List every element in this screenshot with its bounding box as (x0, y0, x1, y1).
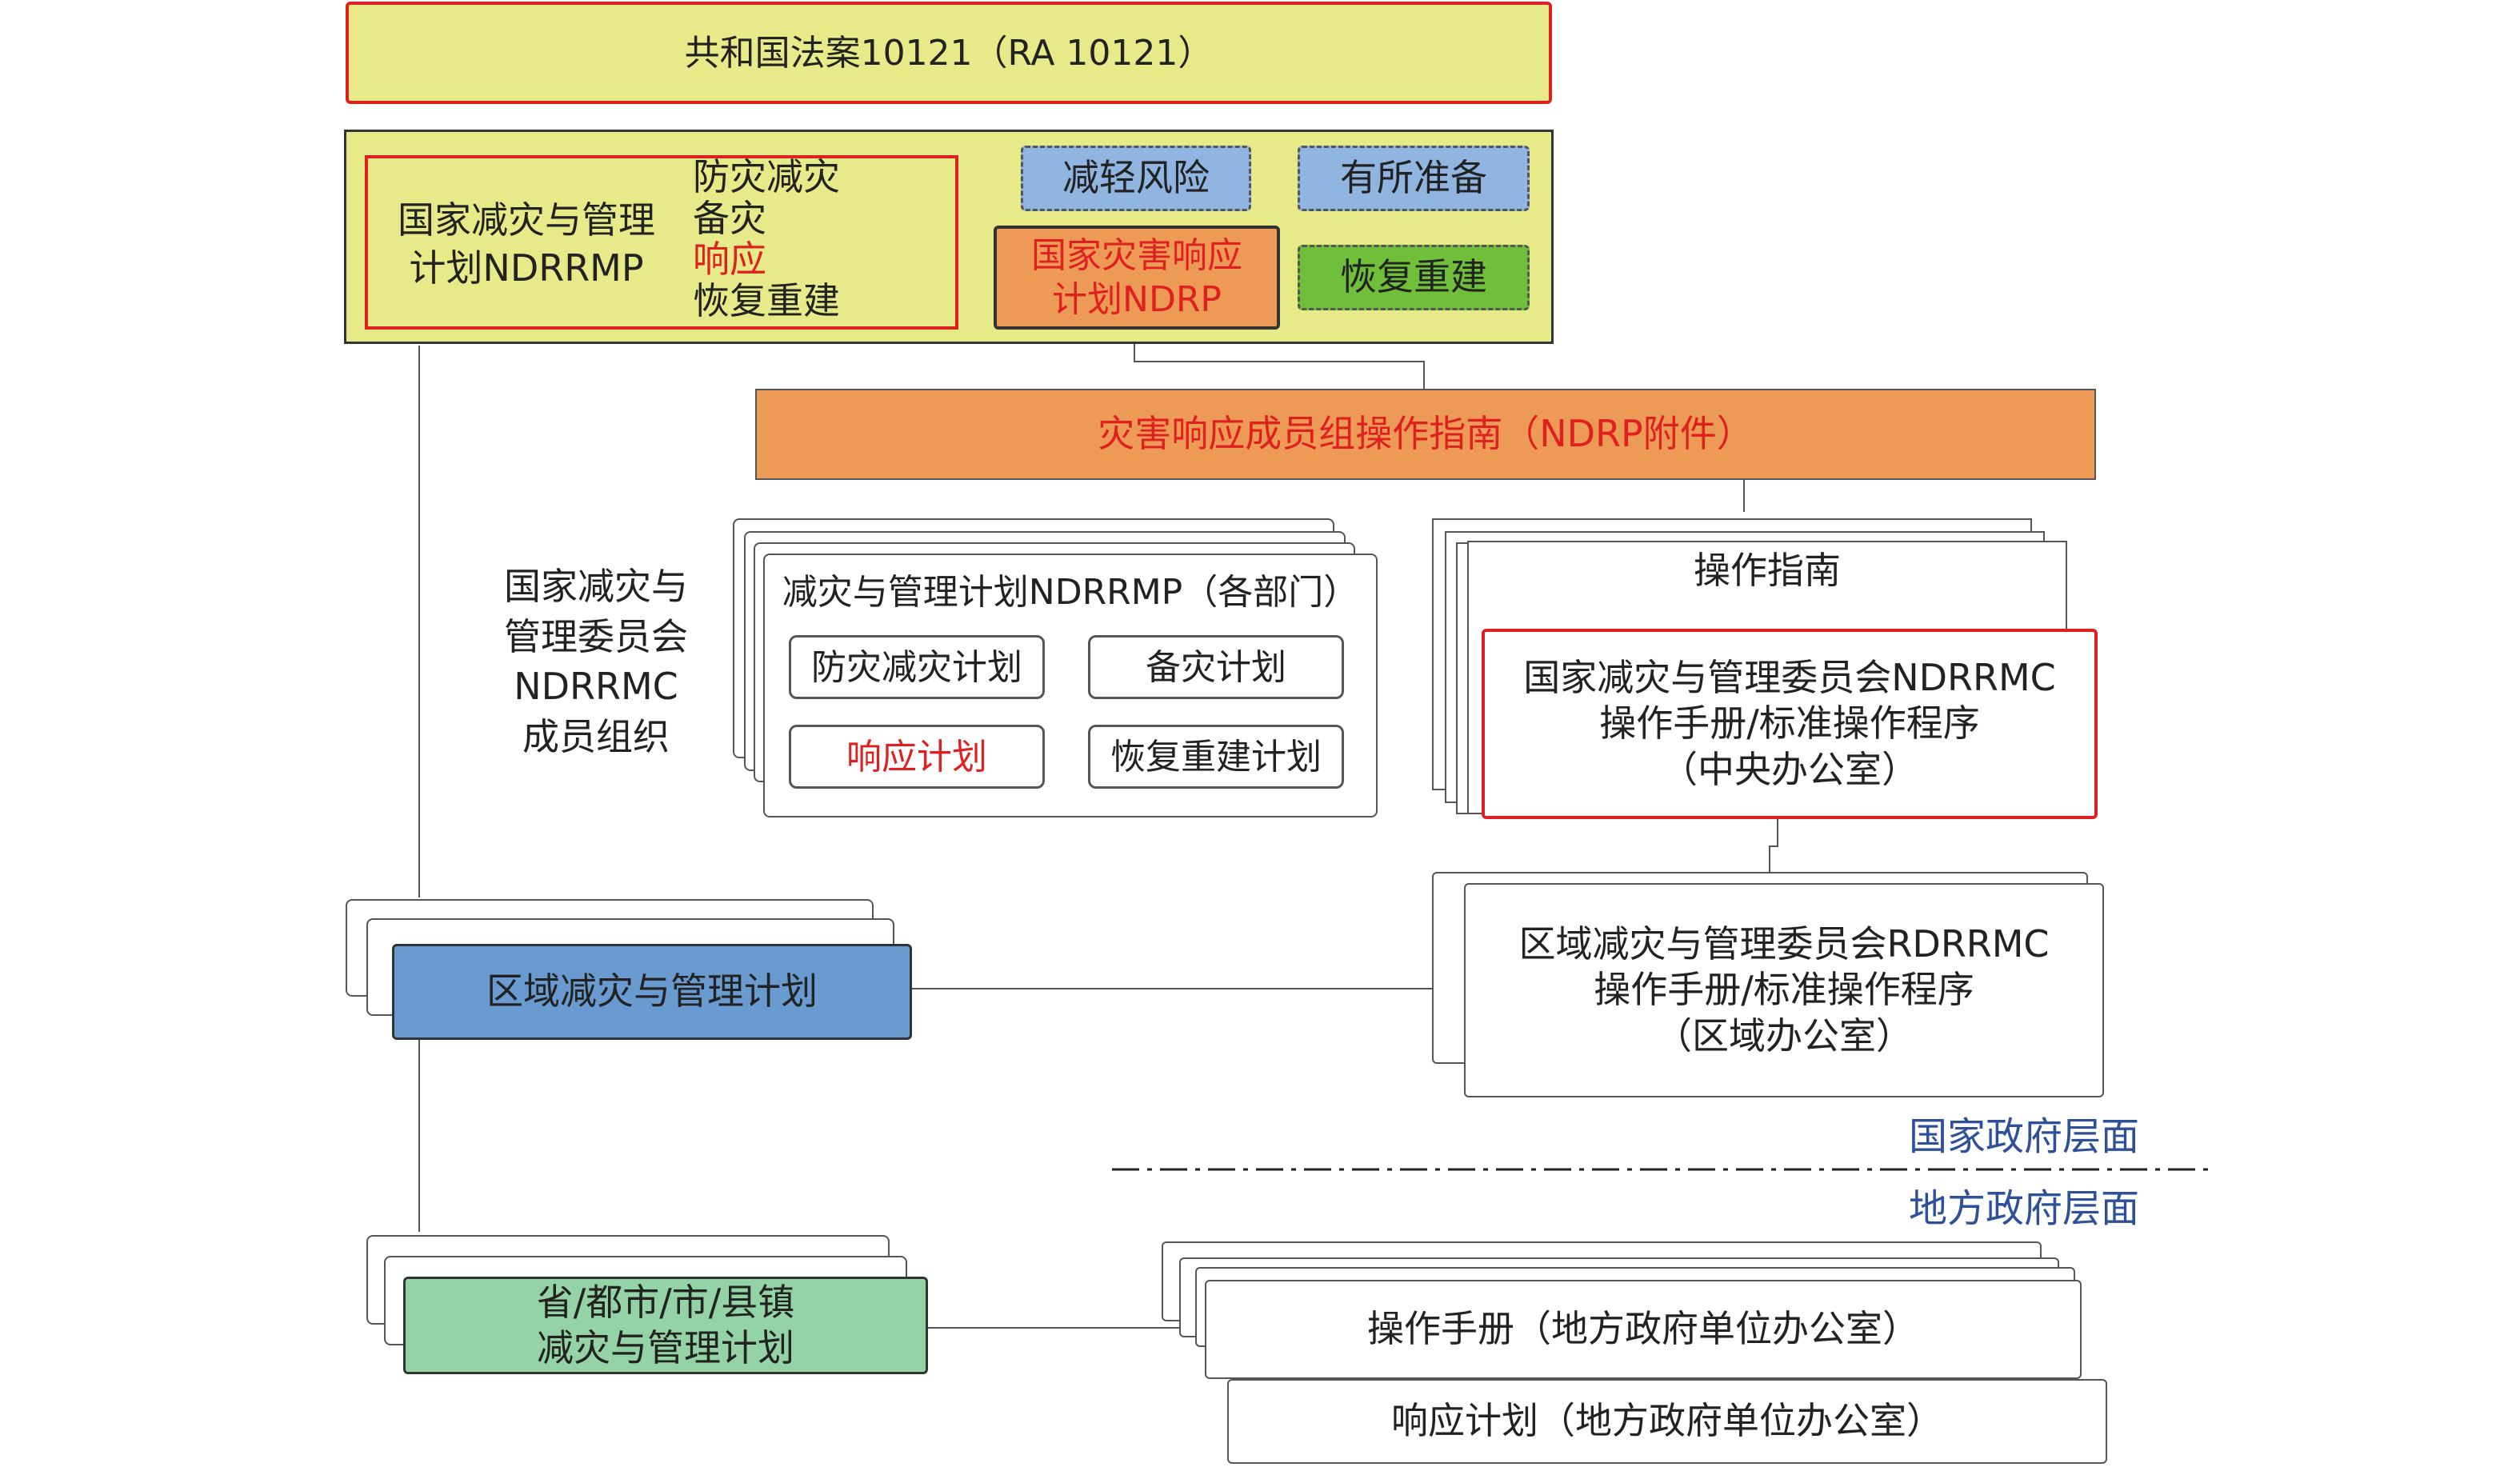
risk-reduction-tag: 减轻风险 (1021, 146, 1251, 211)
local-plan-line2: 减灾与管理计划 (537, 1326, 794, 1369)
ndrrmp-plan-name-line2: 计划NDRRMP (409, 246, 644, 290)
central-manual-line1: 国家减灾与管理委员会NDRRMC (1523, 655, 2056, 699)
local-level-label: 地方政府层面 (1908, 1186, 2139, 1231)
regional-plan-box: 区域减灾与管理计划 (392, 944, 912, 1040)
aspect-recovery: 恢复重建 (693, 278, 840, 322)
member-org-line4: 成员组织 (522, 714, 670, 758)
dept-plan-prevention-label: 防灾减灾计划 (811, 646, 1022, 688)
ndrrmp-plan-name-line1: 国家减灾与管理 (398, 198, 655, 242)
dept-plan-preparedness-label: 备灾计划 (1146, 646, 1286, 688)
dept-plan-prevention: 防灾减灾计划 (789, 635, 1045, 699)
regional-manual-line2: 操作手册/标准操作程序 (1594, 968, 1974, 1012)
ndrrmp-plan-box (365, 155, 958, 330)
member-org-line3: NDRRMC (514, 665, 678, 709)
cluster-guide-title: 灾害响应成员组操作指南（NDRP附件） (1098, 412, 1754, 456)
local-plan-line1: 省/都市/市/县镇 (536, 1280, 795, 1324)
dept-plan-preparedness: 备灾计划 (1088, 635, 1344, 699)
member-org-line1: 国家减灾与 (504, 565, 688, 608)
dept-plan-response: 响应计划 (789, 725, 1045, 789)
local-manual-box: 操作手册（地方政府单位办公室） (1205, 1280, 2082, 1379)
law-box: 共和国法案10121（RA 10121） (346, 2, 1552, 104)
risk-reduction-label: 减轻风险 (1062, 156, 1210, 200)
ndrp-line2: 计划NDRP (1052, 279, 1222, 320)
preparedness-tag: 有所准备 (1298, 146, 1530, 211)
regional-manual-line3: （区域办公室） (1655, 1013, 1913, 1057)
dept-plan-recovery: 恢复重建计划 (1088, 725, 1344, 789)
ops-guide-title: 操作指南 (1694, 549, 1841, 592)
central-manual-line2: 操作手册/标准操作程序 (1599, 702, 1980, 745)
aspect-preparedness: 备灾 (693, 196, 766, 240)
dept-plans-box (763, 554, 1378, 817)
member-org-line2: 管理委员会 (504, 614, 688, 658)
dept-plans-title: 减灾与管理计划NDRRMP（各部门） (782, 572, 1359, 613)
ndrrmp-aspects: 防灾减灾 备灾 响应 恢复重建 (693, 155, 840, 322)
recovery-tag: 恢复重建 (1298, 245, 1530, 310)
local-manual-label: 操作手册（地方政府单位办公室） (1367, 1307, 1919, 1351)
regional-manual-box: 区域减灾与管理委员会RDRRMC 操作手册/标准操作程序 （区域办公室） (1464, 883, 2104, 1097)
cluster-guide-box: 灾害响应成员组操作指南（NDRP附件） (755, 389, 2096, 480)
regional-plan-label: 区域减灾与管理计划 (486, 969, 818, 1013)
ndrp-box: 国家灾害响应 计划NDRP (994, 226, 1280, 330)
local-response-label: 响应计划（地方政府单位办公室） (1391, 1399, 1943, 1443)
recovery-label: 恢复重建 (1340, 255, 1487, 299)
ndrp-line1: 国家灾害响应 (1031, 235, 1242, 276)
local-response-box: 响应计划（地方政府单位办公室） (1227, 1379, 2107, 1464)
local-plan-box: 省/都市/市/县镇 减灾与管理计划 (403, 1277, 928, 1374)
central-manual-line3: （中央办公室） (1661, 747, 1918, 791)
national-level-label: 国家政府层面 (1908, 1114, 2139, 1159)
dept-plan-recovery-label: 恢复重建计划 (1110, 736, 1322, 777)
law-title: 共和国法案10121（RA 10121） (684, 32, 1214, 74)
preparedness-label: 有所准备 (1340, 156, 1487, 200)
aspect-response: 响应 (693, 238, 766, 282)
regional-manual-line1: 区域减灾与管理委员会RDRRMC (1518, 921, 2050, 965)
member-org-label: 国家减灾与 管理委员会 NDRRMC 成员组织 (480, 562, 712, 761)
aspect-prevention: 防灾减灾 (693, 155, 840, 198)
ndrrmp-plan-name: 国家减灾与管理 计划NDRRMP (374, 197, 678, 293)
dept-plan-response-label: 响应计划 (846, 736, 987, 777)
central-manual-box: 国家减灾与管理委员会NDRRMC 操作手册/标准操作程序 （中央办公室） (1482, 629, 2098, 819)
